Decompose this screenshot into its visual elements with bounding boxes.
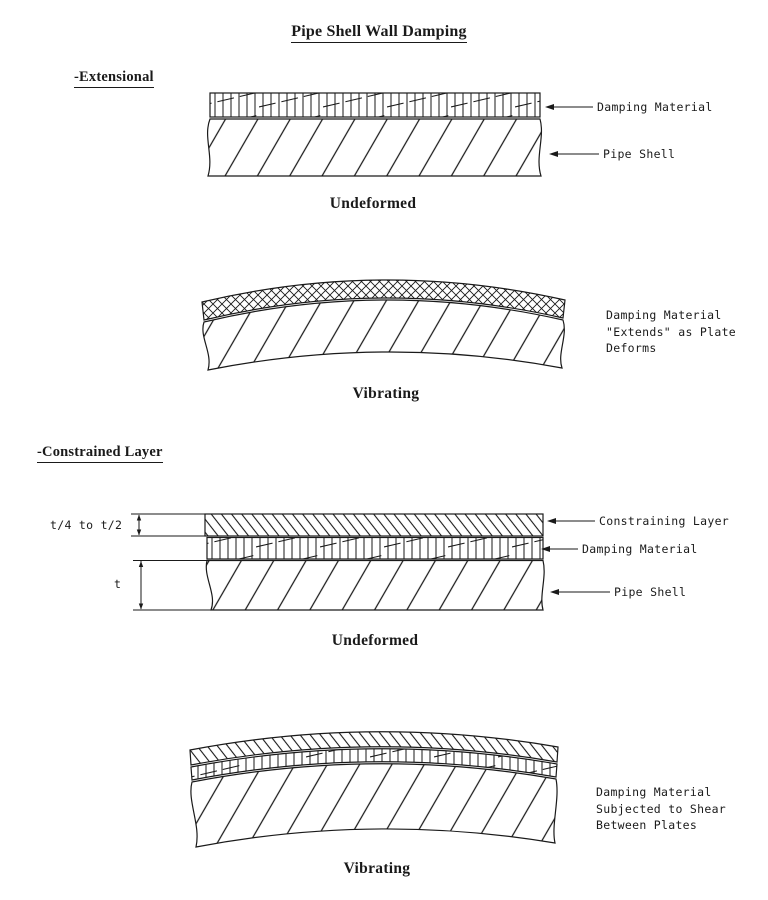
figure-constrained-undeformed [131, 513, 545, 611]
dimension-pipe-thickness [133, 560, 211, 611]
caption-undeformed-1: Undeformed [329, 195, 417, 212]
pipe-shell-layer [205, 559, 545, 611]
pipe-shell-layer [206, 118, 543, 177]
damping-material-label: Damping Material [582, 541, 698, 556]
annotation-pipe-shell: Pipe Shell [549, 146, 675, 161]
pipe-shell-label: Pipe Shell [614, 584, 687, 599]
leader-arrow-icon [547, 517, 595, 524]
note-shear-between-plates: Damping Material Subjected to Shear Betw… [596, 784, 726, 834]
note-line: Damping Material [606, 308, 722, 322]
figure-constrained-vibrating [189, 731, 559, 848]
section-constrained-layer-heading: -Constrained Layer [37, 444, 163, 463]
caption-vibrating-2: Vibrating [343, 860, 411, 877]
note-line: Deforms [606, 341, 657, 355]
note-line: "Extends" as Plate [606, 324, 737, 339]
damping-material-layer [206, 536, 544, 560]
damping-material-layer [201, 279, 566, 321]
note-line: Damping Material [596, 785, 712, 799]
constraining-layer-label: Constraining Layer [599, 513, 730, 528]
note-extends-as-plate: Damping Material "Extends" as Plate Defo… [606, 307, 736, 357]
constraining-layer [204, 513, 544, 537]
annotation-constraining-layer: Constraining Layer [547, 513, 729, 528]
annotation-damping-material: Damping Material [541, 541, 698, 556]
constraining-layer [189, 731, 559, 766]
note-line: Between Plates [596, 818, 698, 832]
leader-arrow-icon [541, 545, 578, 552]
section-extensional-heading: -Extensional [74, 69, 154, 88]
annotation-pipe-shell: Pipe Shell [550, 584, 686, 599]
figure-extensional-vibrating [201, 279, 566, 371]
leader-arrow-icon [545, 103, 593, 110]
damping-material-label: Damping Material [597, 99, 713, 114]
caption-vibrating-1: Vibrating [352, 385, 420, 402]
dim-label-pipe: t [114, 577, 122, 591]
caption-undeformed-2: Undeformed [331, 632, 419, 649]
figure-extensional-undeformed [206, 92, 543, 177]
leader-arrow-icon [549, 150, 599, 157]
page-title: Pipe Shell Wall Damping [248, 23, 510, 43]
leader-arrow-icon [550, 588, 610, 595]
pipe-shell-label: Pipe Shell [603, 146, 676, 161]
pipe-shell-layer [190, 763, 558, 848]
note-line: Subjected to Shear [596, 801, 727, 816]
dimension-constraining-thickness [131, 513, 207, 537]
annotation-damping-material: Damping Material [545, 99, 713, 114]
damping-material-layer [190, 748, 558, 781]
pipe-shell-layer [202, 299, 565, 371]
damping-material-layer [209, 92, 541, 118]
dim-label-constraining: t/4 to t/2 [50, 518, 123, 532]
